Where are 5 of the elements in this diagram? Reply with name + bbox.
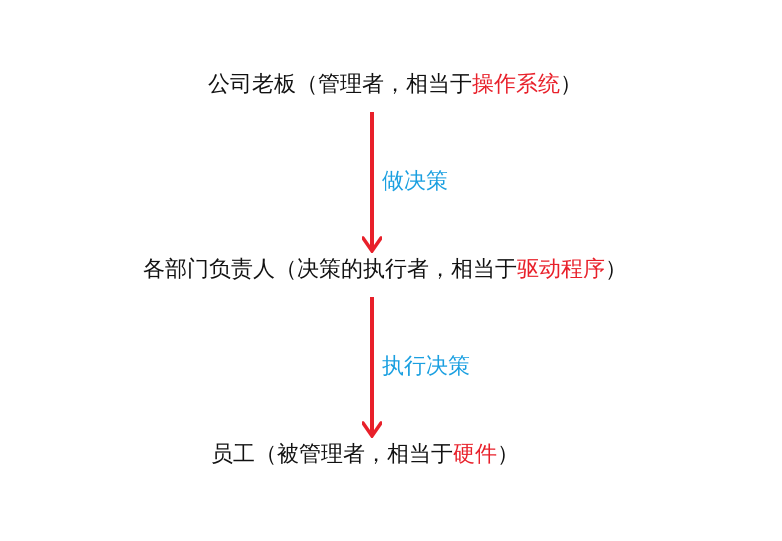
arrow — [361, 297, 383, 438]
arrow — [361, 112, 383, 253]
text-label: 员工（被管理者，相当于硬件） — [211, 440, 519, 470]
text-label: 公司老板（管理者，相当于操作系统） — [208, 70, 582, 100]
text-label: 各部门负责人（决策的执行者，相当于驱动程序） — [143, 255, 627, 285]
